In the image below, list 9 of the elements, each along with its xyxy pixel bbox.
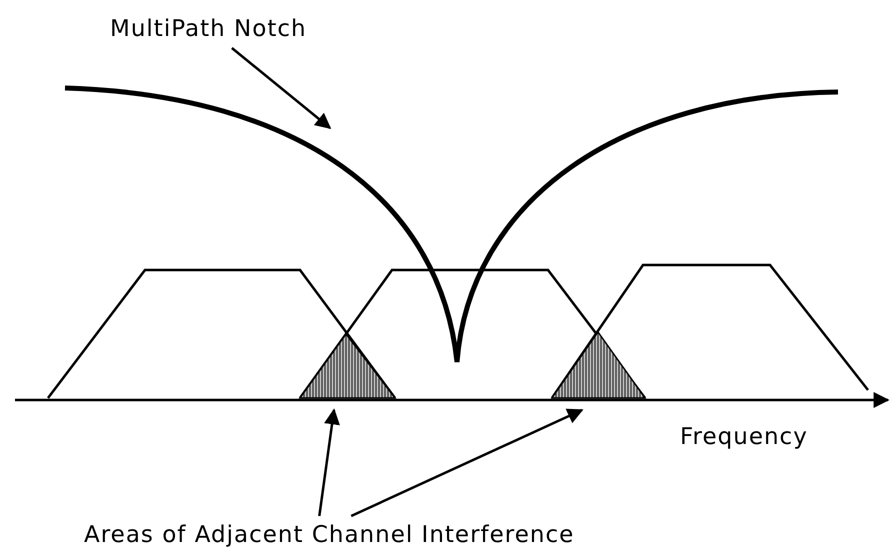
leader-arrow	[350, 408, 584, 518]
callout-text: Areas of Adjacent Channel Interference	[84, 522, 574, 548]
shaded-area	[298, 332, 397, 399]
leader-arrow	[231, 47, 332, 129]
leader-arrow	[318, 408, 340, 516]
callout-text: MultiPath Notch	[110, 16, 307, 42]
notch-curve	[64, 86, 838, 364]
axis-label: Frequency	[680, 424, 808, 450]
shaded-area	[550, 330, 646, 399]
